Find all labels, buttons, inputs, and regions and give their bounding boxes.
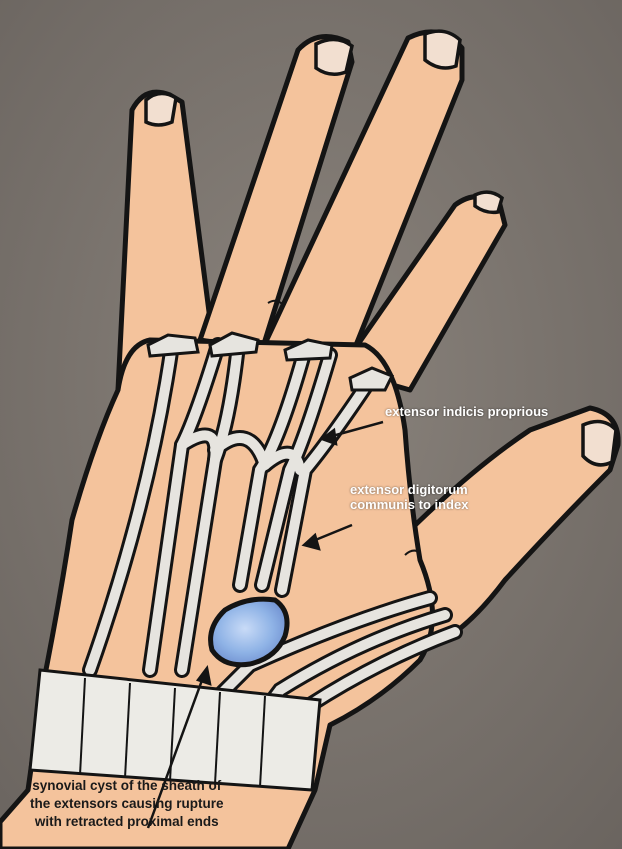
label-synovial-cyst-line2: the extensors causing rupture: [30, 795, 224, 813]
nail-ring: [316, 39, 352, 74]
label-extensor-digitorum-line1: extensor digitorum: [350, 482, 468, 497]
nail-index: [475, 192, 502, 212]
label-extensor-indicis: extensor indicis proprious: [385, 404, 548, 419]
nail-thumb: [583, 421, 616, 464]
label-extensor-digitorum-line2: communis to index: [350, 497, 468, 512]
label-extensor-digitorum: extensor digitorum communis to index: [350, 482, 468, 512]
label-synovial-cyst: synovial cyst of the sheath of the exten…: [30, 777, 224, 831]
label-synovial-cyst-line1: synovial cyst of the sheath of: [30, 777, 224, 795]
nail-little: [146, 93, 176, 125]
nail-middle: [425, 31, 460, 68]
label-synovial-cyst-line3: with retracted proximal ends: [30, 813, 224, 831]
